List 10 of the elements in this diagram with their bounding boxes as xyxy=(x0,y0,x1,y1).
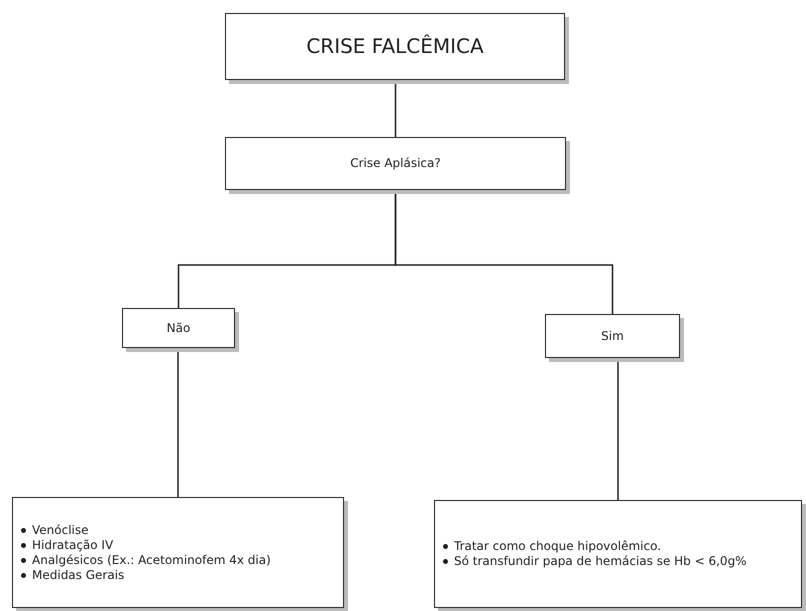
node-label: Sim xyxy=(601,328,624,344)
list-item: Venóclise xyxy=(32,522,89,538)
list-item: Só transfundir papa de hemácias se Hb < 6,0g% xyxy=(454,554,747,569)
list-item: Medidas Gerais xyxy=(32,568,124,582)
list-item: Analgésicos (Ex.: Acetominofem 4x dia) xyxy=(32,552,271,568)
list-item: Tratar como choque hipovolêmico. xyxy=(454,539,662,554)
node-label: Crise Aplásica? xyxy=(350,156,441,171)
node-label: Não xyxy=(166,320,190,336)
list-item: Hidratação IV xyxy=(32,538,114,552)
node-label: CRISE FALCÊMICA xyxy=(306,35,484,58)
